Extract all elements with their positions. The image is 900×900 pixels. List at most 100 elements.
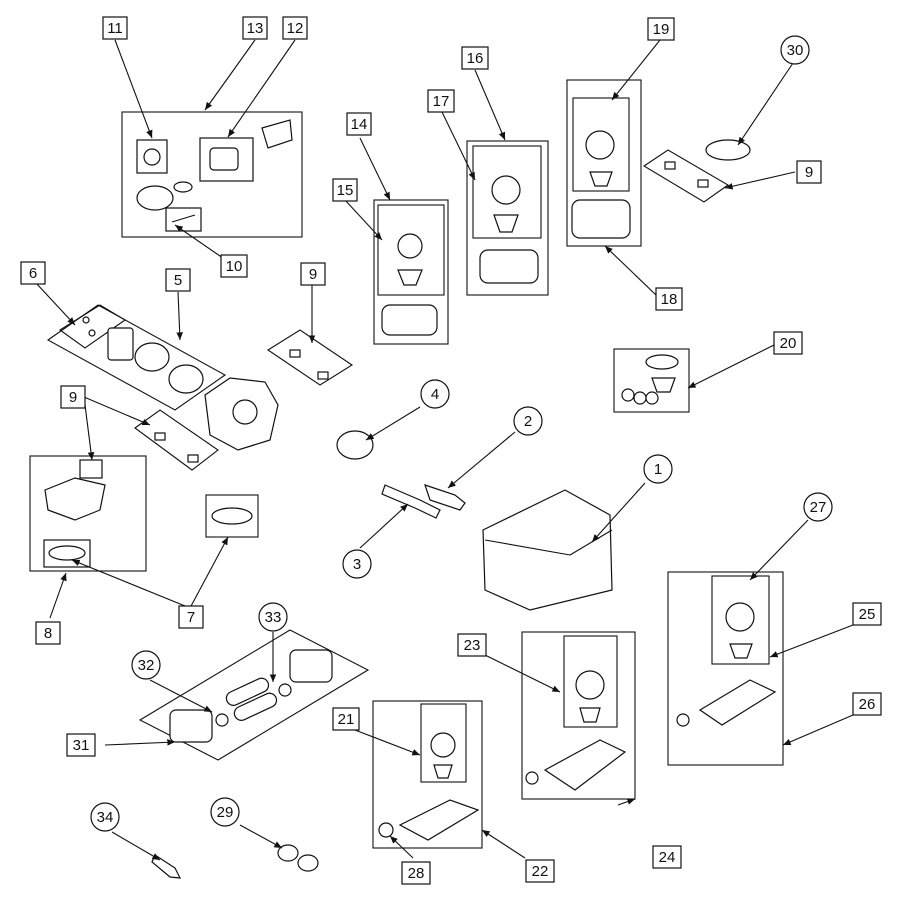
callout-30: 30 xyxy=(780,35,810,65)
part-clip xyxy=(187,454,199,463)
svg-text:16: 16 xyxy=(467,50,484,67)
callout-28: 28 xyxy=(401,861,431,885)
callout-21: 21 xyxy=(332,707,360,731)
callout-3: 3 xyxy=(342,549,372,579)
callout-18: 18 xyxy=(655,287,683,311)
group-frame-26 xyxy=(667,571,784,766)
part-piston-cap xyxy=(430,732,456,758)
group-frame-9-b xyxy=(134,409,219,471)
callout-26: 26 xyxy=(852,692,882,716)
svg-text:25: 25 xyxy=(859,606,876,623)
part-piston-cap xyxy=(397,233,423,259)
svg-text:15: 15 xyxy=(337,182,354,199)
svg-text:19: 19 xyxy=(653,21,670,38)
svg-text:10: 10 xyxy=(226,258,243,275)
part-clip xyxy=(697,179,709,188)
part-impeller xyxy=(433,764,453,779)
callout-1: 1 xyxy=(643,454,673,484)
svg-text:2: 2 xyxy=(524,413,532,430)
part-plug xyxy=(378,822,394,838)
svg-text:20: 20 xyxy=(780,335,797,352)
group-frame-20 xyxy=(613,348,690,413)
part-piston xyxy=(424,484,466,511)
part-impeller xyxy=(651,377,676,393)
svg-text:33: 33 xyxy=(265,609,282,626)
part-impeller xyxy=(579,707,601,723)
part-piston-cap xyxy=(575,670,605,700)
group-frame-31 xyxy=(138,629,370,761)
part-tube xyxy=(233,692,278,721)
part-screws-box-10 xyxy=(165,207,202,232)
part-clip xyxy=(317,371,329,380)
svg-text:9: 9 xyxy=(805,164,813,181)
svg-text:3: 3 xyxy=(353,556,361,573)
part-manifold xyxy=(479,249,539,284)
callout-15: 15 xyxy=(332,178,358,202)
part-tee-fitting xyxy=(261,119,293,149)
group-frame-17-inner xyxy=(472,145,542,239)
part-plug xyxy=(525,771,539,785)
callout-5: 5 xyxy=(165,268,191,292)
part-coupling xyxy=(705,139,751,161)
part-oring xyxy=(621,388,635,402)
callout-27: 27 xyxy=(803,492,833,522)
group-frame-18 xyxy=(566,79,642,247)
part-tube xyxy=(225,677,270,706)
part-piston xyxy=(381,484,441,519)
svg-text:26: 26 xyxy=(859,696,876,713)
svg-text:31: 31 xyxy=(73,737,90,754)
svg-text:28: 28 xyxy=(408,865,425,882)
callout-17: 17 xyxy=(427,89,455,113)
group-frame-23-inner xyxy=(563,635,618,728)
part-manifold xyxy=(398,799,480,841)
part-manifold xyxy=(381,304,438,336)
svg-text:22: 22 xyxy=(532,863,549,880)
group-frame-19-inner xyxy=(572,97,630,192)
callout-9-middle: 9 xyxy=(300,262,326,286)
svg-text:11: 11 xyxy=(107,20,123,37)
svg-text:5: 5 xyxy=(174,272,182,289)
group-frame-27-inner xyxy=(711,575,770,665)
part-manifold xyxy=(698,679,777,726)
group-frame-7-top xyxy=(205,494,259,538)
part-screen xyxy=(277,844,299,862)
part-screw xyxy=(88,329,96,337)
callout-19: 19 xyxy=(647,17,675,41)
callout-6: 6 xyxy=(20,261,46,285)
part-gasket xyxy=(48,545,86,561)
callout-16: 16 xyxy=(461,46,489,70)
part-gasket xyxy=(211,507,253,525)
callout-22: 22 xyxy=(525,859,555,883)
callout-20: 20 xyxy=(773,331,803,355)
part-screw xyxy=(82,316,90,324)
part-adapter-block xyxy=(289,649,333,683)
svg-text:27: 27 xyxy=(810,499,827,516)
svg-text:30: 30 xyxy=(787,42,804,59)
group-frame-16 xyxy=(466,140,549,296)
svg-text:34: 34 xyxy=(97,809,114,826)
part-adapter-block xyxy=(169,709,213,743)
part-oring xyxy=(278,683,292,697)
group-frame-6-inner xyxy=(59,304,127,349)
svg-text:7: 7 xyxy=(187,609,195,626)
part-valve-head xyxy=(44,477,106,521)
part-sensor xyxy=(151,854,182,879)
part-piston-cap xyxy=(585,130,615,160)
callout-29: 29 xyxy=(210,797,240,827)
group-frame-22 xyxy=(372,700,483,849)
svg-text:18: 18 xyxy=(661,291,678,308)
callout-31: 31 xyxy=(66,733,96,757)
callout-8: 8 xyxy=(35,621,61,645)
group-frame-9-a xyxy=(266,329,354,386)
part-valve-port xyxy=(232,399,258,425)
svg-text:17: 17 xyxy=(433,93,450,110)
part-clip-box xyxy=(79,459,103,479)
svg-text:8: 8 xyxy=(44,625,52,642)
part-screen xyxy=(297,854,319,872)
svg-text:1: 1 xyxy=(654,461,662,478)
part-impeller xyxy=(493,214,519,233)
callout-25: 25 xyxy=(852,602,882,626)
part-impeller xyxy=(729,643,753,659)
part-piston-cap xyxy=(491,175,521,205)
